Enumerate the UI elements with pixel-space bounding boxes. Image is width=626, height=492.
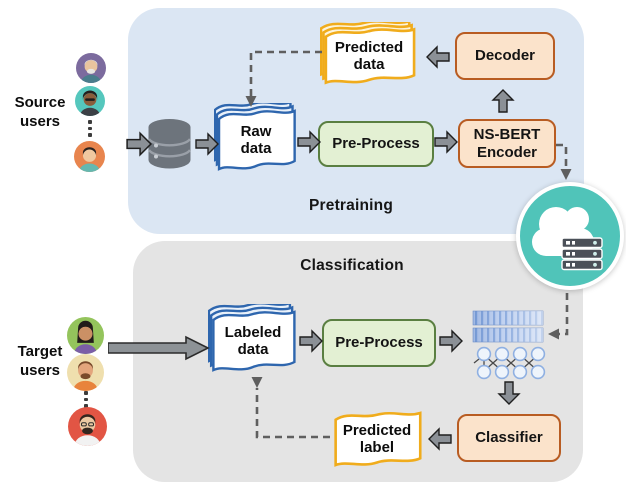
neural-network-icon bbox=[469, 308, 547, 380]
arrow-preprocess-to-encoder-icon bbox=[434, 130, 460, 156]
ns-bert-encoder-box: NS-BERT Encoder bbox=[458, 119, 556, 168]
arrow-preprocess-to-network-icon bbox=[439, 329, 465, 355]
woman-avatar bbox=[67, 317, 104, 354]
person-sunglasses-avatar bbox=[75, 86, 105, 116]
predicted-data-label: Predicted data bbox=[334, 39, 404, 73]
classification-title: Classification bbox=[300, 257, 404, 274]
labeled-data-document-icon: Labeled data bbox=[208, 304, 298, 378]
decoder-box: Decoder bbox=[455, 32, 555, 80]
raw-data-document-icon: Raw data bbox=[214, 103, 298, 177]
raw-data-label: Raw data bbox=[240, 123, 272, 157]
man-glasses-avatar bbox=[68, 407, 107, 446]
target-users-label: Target users bbox=[17, 343, 63, 380]
predicted-label-document-icon: Predicted label bbox=[330, 408, 424, 470]
elderly-man-avatar bbox=[76, 53, 106, 83]
pre-process-box-classification: Pre-Process bbox=[322, 319, 436, 367]
source-users-ellipsis-icon bbox=[88, 120, 92, 137]
arrow-network-to-classifier-icon bbox=[495, 381, 521, 407]
arrow-classifier-to-predictedlabel-icon bbox=[426, 425, 452, 451]
arrow-decoder-to-predicteddata-icon bbox=[424, 43, 450, 69]
arrow-labeleddata-to-preprocess-icon bbox=[299, 329, 325, 355]
arrow-encoder-to-decoder-icon bbox=[491, 87, 517, 113]
source-users-label: Source users bbox=[14, 94, 66, 131]
arrow-database-to-rawdata-icon bbox=[195, 132, 221, 158]
predicted-label-label: Predicted label bbox=[342, 422, 412, 456]
pre-process-box-pretraining: Pre-Process bbox=[318, 121, 434, 167]
arrow-rawdata-to-preprocess-icon bbox=[297, 130, 323, 156]
pretraining-title: Pretraining bbox=[308, 197, 394, 214]
predicted-data-document-icon: Predicted data bbox=[320, 22, 418, 90]
classifier-box: Classifier bbox=[457, 414, 561, 462]
target-users-ellipsis-icon bbox=[84, 391, 88, 408]
database-icon bbox=[146, 118, 193, 170]
labeled-data-label: Labeled data bbox=[224, 324, 282, 358]
child-avatar bbox=[74, 141, 105, 172]
bearded-man-avatar bbox=[67, 354, 104, 391]
arrow-source-to-database-icon bbox=[126, 131, 152, 157]
arrow-target-to-labeleddata-icon bbox=[108, 335, 210, 361]
cloud-server-icon bbox=[516, 182, 624, 290]
